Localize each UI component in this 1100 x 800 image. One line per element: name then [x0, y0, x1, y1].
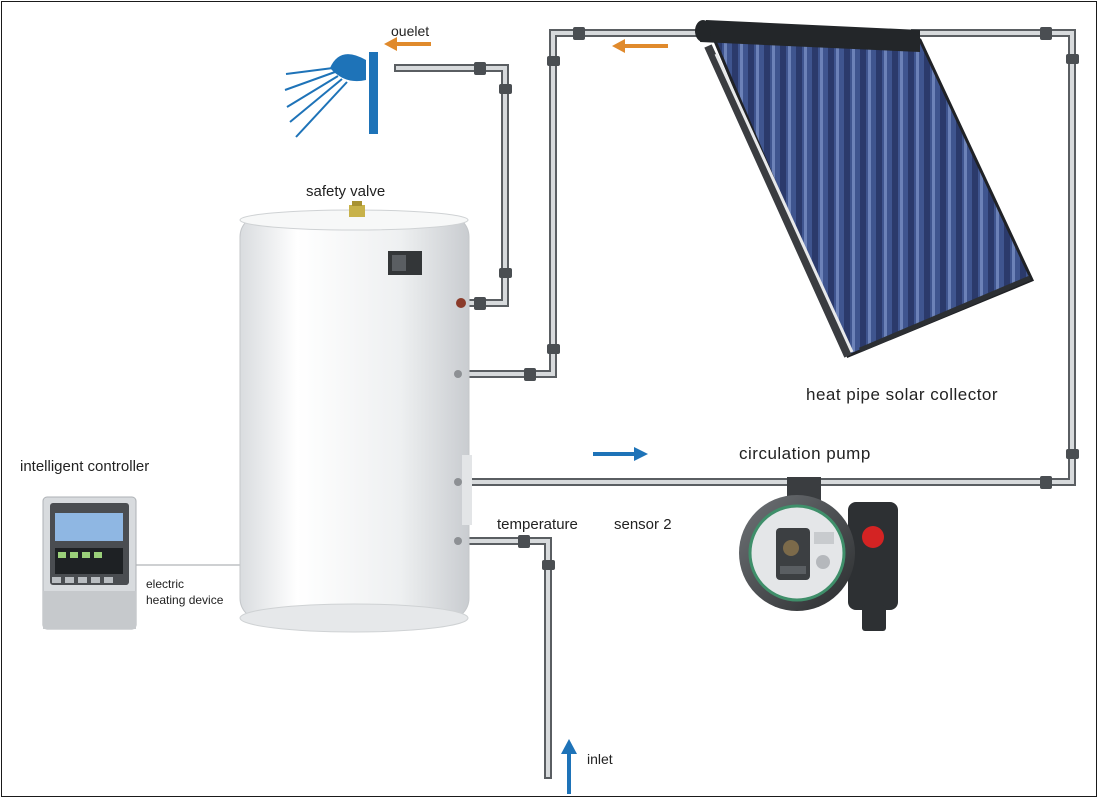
arrow-right-icon — [593, 447, 648, 461]
electric-heating-label: electric heating device — [146, 576, 223, 608]
intelligent-controller — [42, 496, 137, 630]
shower-head-icon — [284, 52, 378, 138]
temperature-label: temperature — [497, 516, 578, 533]
sensor-label: sensor 2 — [614, 516, 672, 533]
pipework — [135, 29, 1076, 779]
inlet-pipe — [452, 537, 552, 779]
inlet-label: inlet — [587, 751, 613, 767]
circulation-pump — [739, 477, 898, 631]
arrow-up-icon — [561, 739, 577, 794]
controller-label: intelligent controller — [20, 458, 150, 475]
collector-return-pipe — [452, 29, 704, 378]
electric-heating-line1: electric — [146, 577, 185, 591]
electric-heating-line2: heating device — [146, 593, 224, 608]
solar-collector-label: heat pipe solar collector — [806, 385, 999, 404]
safety-valve — [349, 201, 365, 217]
solar-collector — [695, 20, 1035, 358]
circulation-pump-label: circulation pump — [739, 444, 871, 463]
arrow-left-icon — [612, 39, 668, 53]
arrow-left-icon — [384, 37, 431, 51]
outlet-label: ouelet — [391, 23, 430, 39]
storage-tank — [239, 209, 472, 633]
pipe-fittings — [474, 27, 1079, 570]
safety-valve-label: safety valve — [306, 183, 386, 200]
